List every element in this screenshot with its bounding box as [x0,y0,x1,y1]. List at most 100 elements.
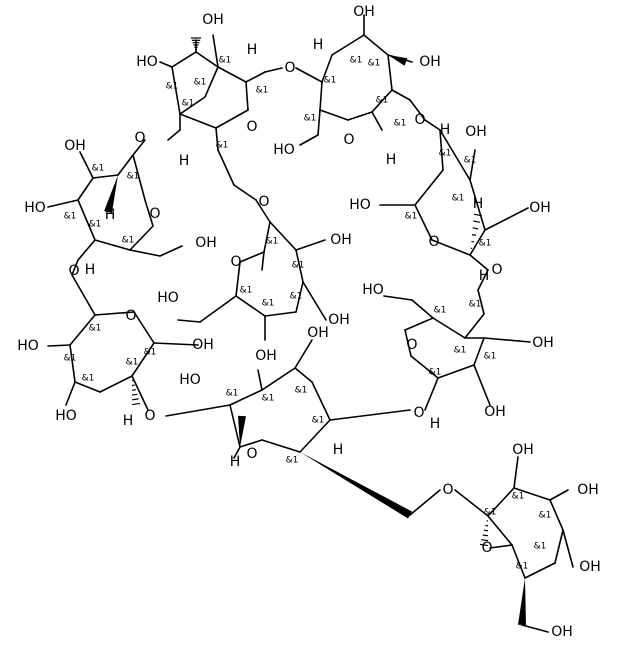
stereo-marker: &1 [286,456,299,466]
bond [167,129,181,141]
stereo-marker: &1 [324,76,337,86]
bond [329,409,411,421]
oh-label: OH [202,12,224,28]
oh-label: OH [577,482,599,498]
bond [371,111,383,131]
bond [132,139,146,156]
bond [65,381,76,406]
stereo-marker: &1 [82,374,95,384]
stereo-marker: &1 [454,346,467,356]
stereo-marker: &1 [122,236,135,246]
bond [524,562,556,579]
hash-line [473,213,483,217]
bond [489,544,513,549]
hash-line [479,543,489,547]
bond [319,81,323,111]
bond-layer [47,14,574,633]
bond [511,544,526,579]
ring-oxygen: O [406,337,417,353]
oh-label: OH [529,200,551,216]
stereo-marker: &1 [216,141,229,151]
bond [79,151,94,179]
bond [294,367,313,383]
stereo-marker: &1 [64,354,77,364]
bond [311,381,331,421]
bond [317,109,321,136]
hash-line [473,220,481,223]
bond [215,109,249,129]
bond [131,342,155,377]
bond [371,89,393,113]
bond [133,311,155,344]
bond [71,259,79,276]
stereo-marker: &1 [429,368,442,378]
bond [562,529,574,568]
bond [363,34,389,56]
bond [432,317,466,339]
glycosidic-oxygen: O [413,405,424,421]
bond [229,404,241,448]
hash-line [481,539,489,542]
bond [261,439,301,453]
bond [255,199,271,223]
bond [437,364,475,379]
hashed-h [479,520,489,547]
bond [263,221,271,253]
wedge-bond [388,55,408,66]
bond [261,367,296,391]
ring-a [171,51,219,115]
hash-line [131,398,139,401]
bond [233,446,241,459]
bond [411,299,434,319]
bond [404,329,412,357]
stereo-marker: &1 [452,194,465,204]
stereo-marker: &1 [127,172,140,182]
oh-label: OH [512,442,534,458]
bond [47,344,71,347]
ho-label: HO [179,372,201,388]
oh-label: OH [330,232,352,248]
oh-label: OH [192,337,214,353]
bond [215,127,219,151]
oh-label: OH [484,404,506,420]
glycosidic-oxygen: O [258,194,269,210]
glycosidic-oxygen: O [414,112,425,128]
h-label: H [313,37,324,53]
hash-line [482,534,489,537]
stereo-marker: &1 [304,114,317,124]
hashed-oh [191,37,201,51]
stereo-marker: &1 [405,212,418,222]
ho-label: HO [136,54,158,70]
bond [245,71,266,83]
stereo-marker: &1 [92,164,105,174]
oh-label: OH [419,54,441,70]
bond [404,317,434,331]
ring-oxygen: O [125,308,136,324]
bond [414,204,433,241]
oh-label: OH [551,624,573,640]
stereo-marker: &1 [240,286,253,296]
bond [424,377,439,411]
bond [131,375,149,411]
stereo-marker: &1 [534,542,547,552]
bond [295,239,326,251]
bond [477,269,489,291]
oh-label: OH [532,335,554,351]
bond [92,174,119,179]
oh-label: OH [307,325,329,341]
ring-oxygen: O [246,119,257,135]
ho-label: HO [55,408,77,424]
bond [473,364,491,406]
stereo-marker: &1 [226,389,239,399]
stereo-marker: &1 [539,511,552,521]
ho-label: HO [273,142,295,158]
stereo-marker: &1 [194,78,207,88]
ho-label: HO [362,282,384,298]
bond [217,149,235,186]
ho-label: HO [24,200,46,216]
oh-label: OH [195,235,217,251]
bond [483,337,531,343]
hash-line [483,529,489,532]
stereo-marker: &1 [166,82,179,92]
hash-line [471,240,475,243]
